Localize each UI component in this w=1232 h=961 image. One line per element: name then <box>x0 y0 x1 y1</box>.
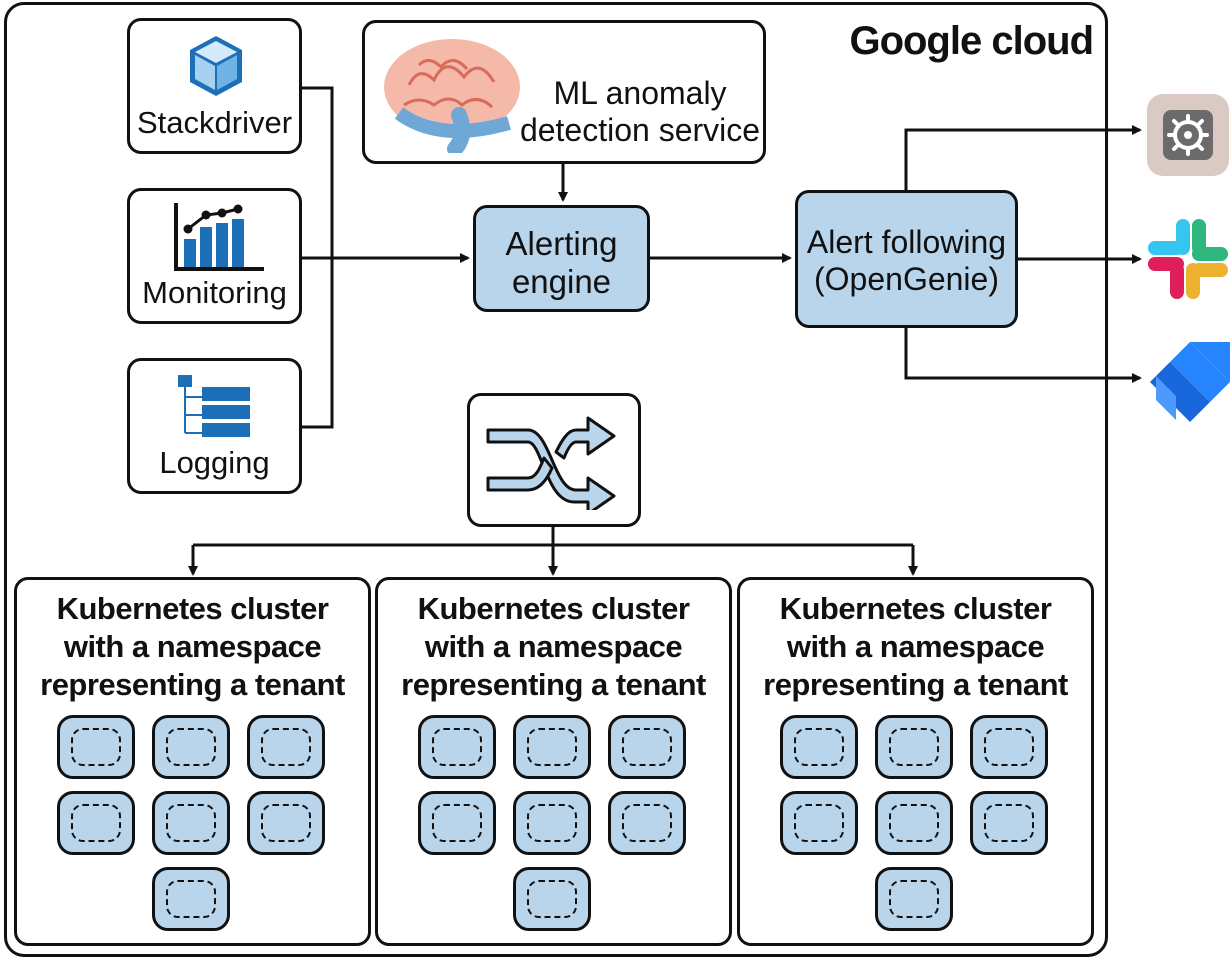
pod <box>970 791 1048 855</box>
following-line2: (OpenGenie) <box>814 261 999 297</box>
alert-following-box: Alert following (OpenGenie) <box>795 190 1018 328</box>
ml-service-box: ML anomaly detection service <box>362 20 766 164</box>
pod <box>57 791 135 855</box>
kubernetes-cluster-2: Kubernetes cluster with a namespace repr… <box>375 577 732 946</box>
pod <box>970 715 1048 779</box>
cluster-1-line3: representing a tenant <box>40 666 345 702</box>
following-line1: Alert following <box>806 224 1007 260</box>
monitoring-chart-icon <box>174 203 264 271</box>
alerting-line2: engine <box>511 263 612 300</box>
pod <box>418 791 496 855</box>
cluster-3-line1: Kubernetes cluster <box>779 591 1052 626</box>
to-opsgenie-arrow <box>904 125 1142 190</box>
cluster-2-line1: Kubernetes cluster <box>417 591 690 626</box>
jira-logo-icon <box>1150 342 1230 422</box>
kubernetes-cluster-3: Kubernetes cluster with a namespace repr… <box>737 577 1094 946</box>
slack-logo-icon <box>1148 219 1228 299</box>
pod <box>875 867 953 931</box>
stackdriver-label: Stackdriver <box>136 105 293 140</box>
router-box <box>467 393 641 527</box>
pod <box>247 791 325 855</box>
pod <box>152 867 230 931</box>
stackdriver-box: Stackdriver <box>127 18 302 154</box>
pod <box>608 791 686 855</box>
cluster-3-title: Kubernetes cluster with a namespace repr… <box>740 590 1091 703</box>
cluster-3-line3: representing a tenant <box>763 666 1068 702</box>
shuffle-arrows-icon <box>486 416 616 510</box>
opsgenie-gear-icon <box>1147 94 1229 176</box>
brain-icon <box>384 39 520 153</box>
logging-label: Logging <box>159 445 270 480</box>
stackdriver-cube-icon <box>190 36 242 96</box>
pod <box>152 791 230 855</box>
monitoring-box: Monitoring <box>127 188 302 324</box>
alerting-engine-box: Alerting engine <box>473 205 650 312</box>
cluster-3-line2: with a namespace <box>786 628 1045 664</box>
cluster-2-line2: with a namespace <box>424 628 683 664</box>
cluster-2-title: Kubernetes cluster with a namespace repr… <box>378 590 729 703</box>
pod <box>418 715 496 779</box>
pod <box>247 715 325 779</box>
monitoring-label: Monitoring <box>142 275 287 310</box>
pod <box>780 715 858 779</box>
pod <box>513 715 591 779</box>
pod <box>875 715 953 779</box>
pod <box>513 867 591 931</box>
pod <box>608 715 686 779</box>
ml-service-line1: ML anomaly <box>553 75 727 111</box>
logging-tree-icon <box>178 375 250 437</box>
pod <box>152 715 230 779</box>
pod <box>57 715 135 779</box>
alerting-line1: Alerting <box>505 225 618 262</box>
logging-box: Logging <box>127 358 302 494</box>
to-jira-arrow <box>904 328 1142 383</box>
cluster-1-line2: with a namespace <box>63 628 322 664</box>
cloud-title: Google cloud <box>849 19 1094 63</box>
cluster-2-line3: representing a tenant <box>401 666 706 702</box>
pod <box>513 791 591 855</box>
kubernetes-cluster-1: Kubernetes cluster with a namespace repr… <box>14 577 371 946</box>
ml-service-line2: detection service <box>519 112 761 148</box>
cluster-1-title: Kubernetes cluster with a namespace repr… <box>17 590 368 703</box>
cluster-1-line1: Kubernetes cluster <box>56 591 329 626</box>
pod <box>780 791 858 855</box>
pod <box>875 791 953 855</box>
router-bus <box>193 527 913 547</box>
